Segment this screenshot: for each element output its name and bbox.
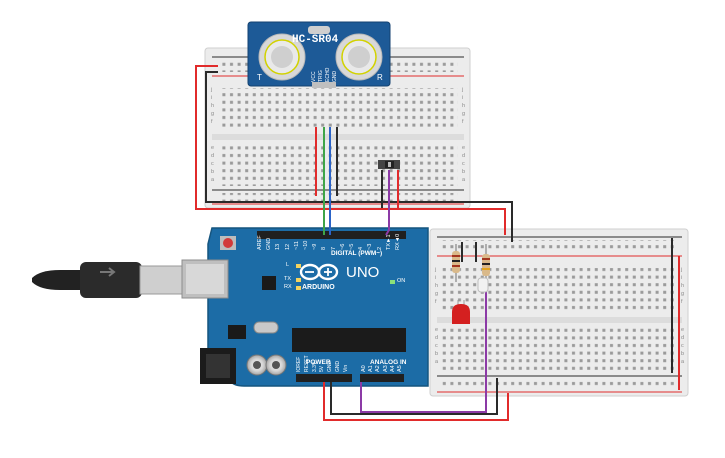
- row-letter: e: [681, 327, 685, 333]
- analog-pin-label: A2: [375, 365, 382, 372]
- sensor-pin-label: VCC: [311, 71, 317, 82]
- analog-header-label: ANALOG IN: [370, 359, 407, 366]
- sensor-pin-label: ECHO: [325, 67, 331, 82]
- row-letter: f: [681, 299, 683, 305]
- row-letter: c: [462, 161, 465, 167]
- reset-button[interactable]: [223, 238, 233, 248]
- usb-cable[interactable]: [32, 262, 189, 298]
- row-letter: e: [462, 145, 466, 151]
- row-letter: a: [462, 177, 466, 183]
- row-letter: i: [435, 275, 437, 281]
- arduino-model: UNO: [346, 264, 380, 281]
- power-pin-label: Vin: [342, 364, 349, 372]
- digital-pin-label: 13: [275, 243, 282, 250]
- power-pin-label: GND: [327, 360, 334, 372]
- analog-pin-label: A1: [368, 365, 375, 372]
- row-letter: a: [211, 177, 215, 183]
- led-l-label: L: [286, 262, 290, 268]
- digital-pin-label: ~10: [303, 240, 309, 250]
- row-letter: j: [211, 87, 213, 93]
- sensor-pin-label: TRIG: [318, 70, 324, 82]
- row-letter: c: [211, 161, 214, 167]
- row-letter: j: [435, 267, 437, 273]
- row-letter: d: [462, 153, 466, 159]
- row-letter: i: [211, 95, 213, 101]
- power-pin-label: 3.3V: [311, 361, 318, 372]
- row-letter: b: [435, 351, 439, 357]
- white-led[interactable]: [477, 277, 489, 293]
- row-letter: e: [435, 327, 439, 333]
- digital-pin-label: 8: [321, 246, 328, 250]
- digital-pin-label: ~11: [293, 241, 300, 250]
- row-letter: d: [211, 153, 215, 159]
- row-letter: i: [681, 275, 683, 281]
- row-letter: h: [211, 103, 215, 109]
- sensor-corner-left: T: [257, 73, 262, 82]
- row-letter: e: [211, 145, 215, 151]
- row-letter: g: [435, 291, 439, 297]
- row-letter: j: [462, 87, 464, 93]
- arduino-logo-icon: [299, 263, 339, 281]
- led-rx-label: RX: [284, 284, 292, 290]
- row-letter: f: [462, 119, 464, 125]
- row-letter: c: [435, 343, 438, 349]
- digital-pin-label: AREF: [257, 235, 263, 250]
- led-tx-label: TX: [284, 276, 292, 282]
- row-letter: d: [435, 335, 439, 341]
- digital-pin-label: ~9: [312, 243, 319, 250]
- arduino-uno[interactable]: [181, 227, 429, 387]
- digital-pin-label: ~3: [367, 243, 374, 250]
- slide-switch[interactable]: [378, 160, 400, 169]
- analog-pin-label: A0: [361, 365, 367, 372]
- digital-pin-label: TX►1: [385, 234, 392, 250]
- digital-pin-label: ~6: [339, 243, 346, 250]
- led-red[interactable]: [452, 300, 470, 324]
- analog-pin-label: A3: [382, 365, 389, 372]
- row-letter: c: [681, 343, 684, 349]
- arduino-brand: ARDUINO: [302, 284, 335, 291]
- row-letter: g: [462, 111, 466, 117]
- resistor-left[interactable]: [452, 244, 460, 282]
- row-letter: a: [681, 359, 685, 365]
- analog-pin-label: A4: [389, 365, 396, 372]
- row-letter: a: [435, 359, 439, 365]
- sensor-name: HC-SR04: [292, 34, 339, 46]
- wires[interactable]: [195, 65, 680, 421]
- digital-header-label: DIGITAL (PWM~): [331, 250, 383, 257]
- row-letter: b: [211, 169, 215, 175]
- row-letter: b: [462, 169, 466, 175]
- analog-pin-label: A5: [397, 365, 403, 372]
- row-letter: h: [681, 283, 685, 289]
- power-pin-label: 5V: [319, 365, 326, 372]
- digital-pin-label: 4: [358, 246, 365, 250]
- row-letter: f: [435, 299, 437, 305]
- row-letter: h: [435, 283, 439, 289]
- digital-pin-label: 12: [284, 243, 291, 250]
- row-letter: i: [462, 95, 464, 101]
- power-pin-label: IOREF: [296, 356, 302, 372]
- power-header-label: POWER: [306, 359, 331, 366]
- sensor-pin-label: GND: [332, 70, 338, 82]
- breadboard-bottom[interactable]: [429, 228, 689, 397]
- row-letter: d: [681, 335, 685, 341]
- digital-pin-label: 7: [330, 246, 337, 250]
- on-led-label: ON: [397, 278, 406, 284]
- row-letter: h: [462, 103, 466, 109]
- digital-pin-label: ~5: [349, 243, 355, 250]
- sensor-corner-right: R: [377, 73, 383, 82]
- digital-pin-label: RX◄0: [395, 233, 401, 250]
- digital-pin-label: 2: [376, 246, 383, 250]
- row-letter: g: [211, 111, 215, 117]
- power-pin-label: GND: [335, 360, 341, 372]
- row-letter: g: [681, 291, 685, 297]
- row-letter: j: [681, 267, 683, 273]
- hc-sr04-sensor[interactable]: [247, 21, 391, 88]
- row-letter: f: [211, 119, 213, 125]
- power-pin-label: RESET: [303, 355, 310, 372]
- digital-pin-label: GND: [266, 237, 273, 250]
- row-letter: b: [681, 351, 685, 357]
